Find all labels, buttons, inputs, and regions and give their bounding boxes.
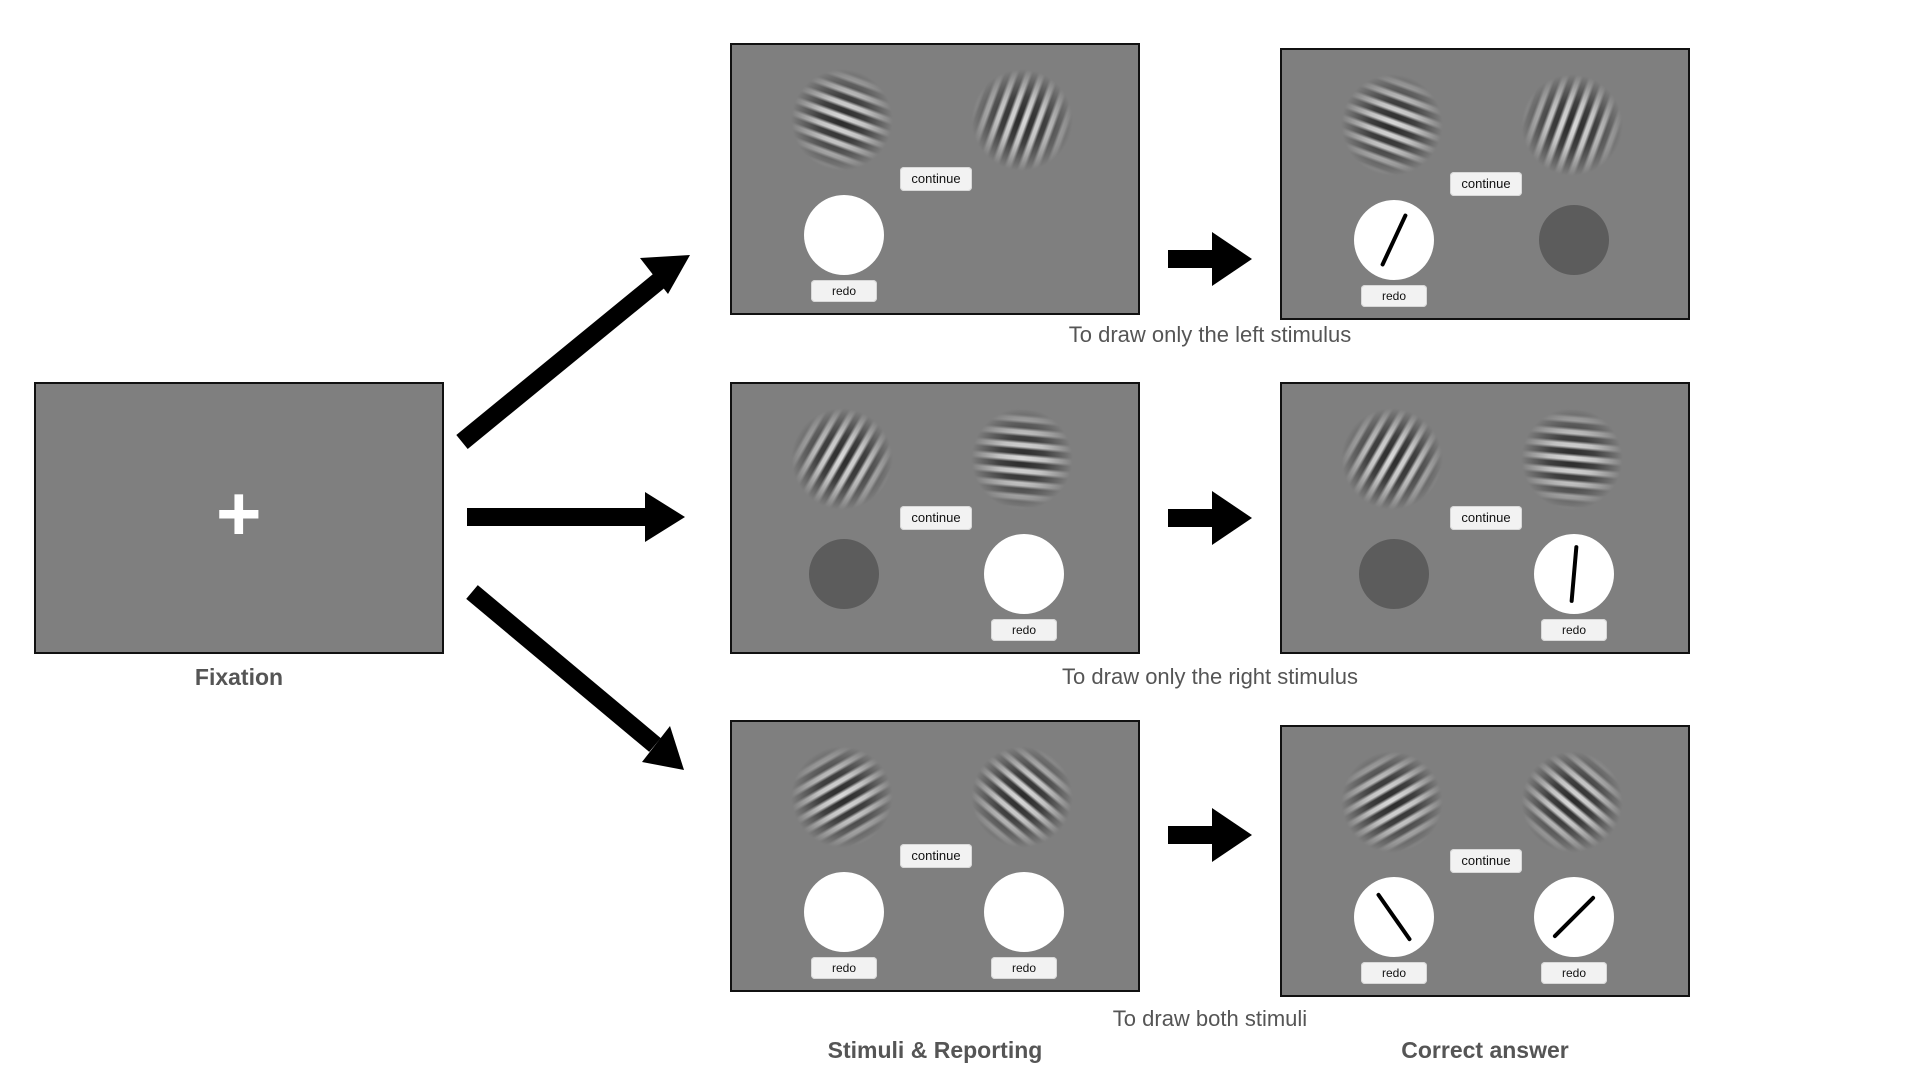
drawn-orientation-line	[1380, 213, 1408, 267]
stimuli-screen: continue redo redo	[730, 720, 1140, 992]
redo-button[interactable]: redo	[1541, 962, 1607, 984]
redo-button[interactable]: redo	[991, 957, 1057, 979]
continue-button[interactable]: continue	[900, 167, 972, 191]
grating-stimulus	[1517, 70, 1627, 180]
redo-button[interactable]: redo	[1361, 962, 1427, 984]
report-disc-right[interactable]	[1534, 877, 1614, 957]
drawn-orientation-line	[1569, 545, 1579, 603]
arrow-to-middle	[467, 492, 685, 542]
redo-button[interactable]: redo	[1541, 619, 1607, 641]
report-disc-left[interactable]	[1354, 200, 1434, 280]
continue-button[interactable]: continue	[1450, 172, 1522, 196]
answer-screen: continue redo	[1280, 382, 1690, 654]
stimuli-screen: continue redo	[730, 43, 1140, 315]
inactive-report-disc	[1539, 205, 1609, 275]
report-disc-left[interactable]	[804, 872, 884, 952]
inactive-report-disc	[809, 539, 879, 609]
fixation-label: Fixation	[194, 664, 284, 690]
grating-stimulus	[1337, 70, 1447, 180]
grating-stimulus	[967, 65, 1077, 175]
redo-button[interactable]: redo	[811, 280, 877, 302]
report-disc-right[interactable]	[984, 872, 1064, 952]
continue-button[interactable]: continue	[900, 506, 972, 530]
answer-screen: continue redo	[1280, 48, 1690, 320]
drawn-orientation-line	[1376, 892, 1412, 942]
grating-stimulus	[967, 742, 1077, 852]
inactive-report-disc	[1359, 539, 1429, 609]
fixation-screen: +	[34, 382, 444, 654]
grating-stimulus	[1517, 747, 1627, 857]
row2-caption: To draw only the right stimulus	[1062, 664, 1358, 689]
grating-stimulus	[787, 65, 897, 175]
grating-stimulus	[787, 742, 897, 852]
grating-stimulus	[1517, 404, 1627, 514]
arrow-row3-to-answer	[1168, 808, 1252, 862]
continue-button[interactable]: continue	[900, 844, 972, 868]
arrow-row1-to-answer	[1168, 232, 1252, 286]
report-disc-left[interactable]	[1354, 877, 1434, 957]
grating-stimulus	[787, 404, 897, 514]
grating-stimulus	[1337, 747, 1447, 857]
report-disc-right[interactable]	[984, 534, 1064, 614]
fixation-cross: +	[216, 469, 262, 557]
continue-button[interactable]: continue	[1450, 849, 1522, 873]
report-disc-left[interactable]	[804, 195, 884, 275]
redo-button[interactable]: redo	[1361, 285, 1427, 307]
grating-stimulus	[967, 404, 1077, 514]
arrow-row2-to-answer	[1168, 491, 1252, 545]
correct-answer-label: Correct answer	[1401, 1037, 1569, 1063]
answer-screen: continue redo redo	[1280, 725, 1690, 997]
drawn-orientation-line	[1552, 895, 1596, 939]
row1-caption: To draw only the left stimulus	[1068, 322, 1352, 347]
arrow-to-bottom	[466, 585, 684, 770]
redo-button[interactable]: redo	[991, 619, 1057, 641]
row3-caption: To draw both stimuli	[1112, 1006, 1308, 1031]
redo-button[interactable]: redo	[811, 957, 877, 979]
stimuli-screen: continue redo	[730, 382, 1140, 654]
report-disc-right[interactable]	[1534, 534, 1614, 614]
grating-stimulus	[1337, 404, 1447, 514]
arrow-to-top	[456, 255, 690, 449]
stimuli-reporting-label: Stimuli & Reporting	[827, 1037, 1043, 1063]
continue-button[interactable]: continue	[1450, 506, 1522, 530]
